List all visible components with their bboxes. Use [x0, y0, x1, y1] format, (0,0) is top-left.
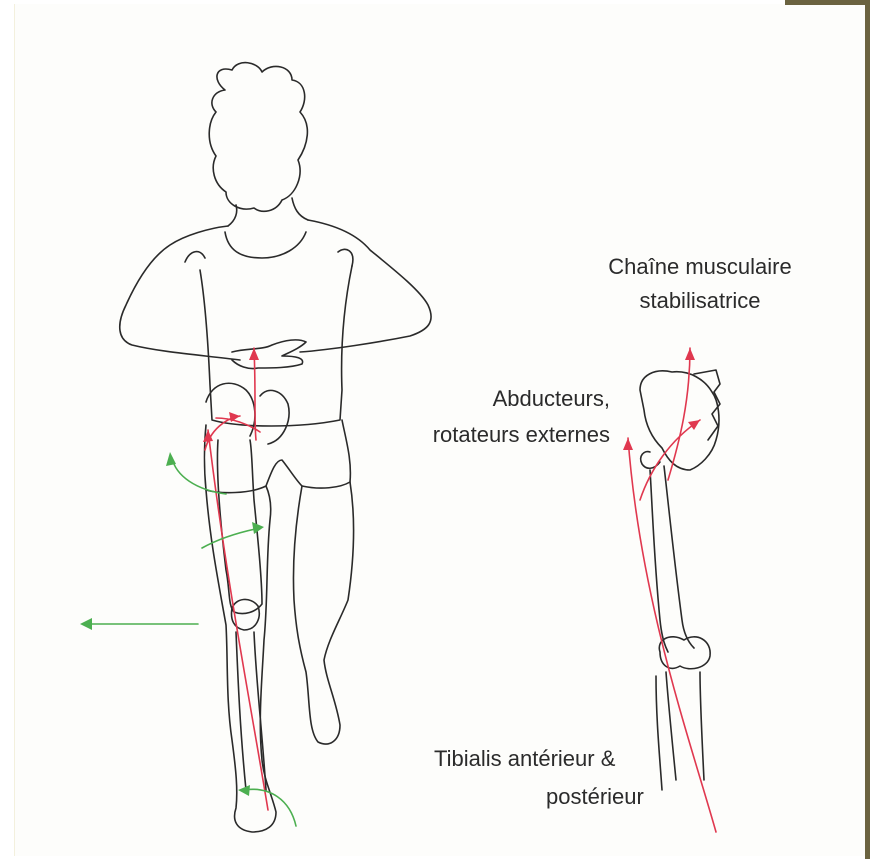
green-arrowhead-horizontal: [80, 618, 92, 630]
label-chain-line1: Chaîne musculaire: [575, 252, 825, 282]
femur-bone: [650, 466, 694, 652]
label-tibialis-line2: postérieur: [546, 782, 644, 812]
fibula-bone: [656, 676, 662, 790]
red-arrowhead-bone-pelvis: [685, 348, 695, 360]
label-abductors-line1: Abducteurs,: [380, 384, 610, 414]
label-abductors-line2: rotateurs externes: [380, 420, 610, 450]
figure-shorts: [205, 420, 351, 493]
red-arrowhead-bone-hip: [688, 420, 700, 430]
pelvis-bone: [640, 371, 719, 470]
figure-hair: [209, 63, 307, 212]
figure-neck: [228, 198, 308, 226]
figure-shoulders: [120, 220, 431, 360]
figure-top: [200, 232, 352, 426]
figure-right-leg: [293, 482, 353, 744]
femur-head: [641, 452, 660, 469]
green-arrowhead-ankle: [238, 785, 250, 796]
pelvis-sketch: [206, 383, 289, 444]
red-arrowhead-bone-long: [623, 438, 633, 450]
red-arrow-bone-pelvis: [668, 348, 690, 480]
figure-hands: [232, 340, 306, 369]
green-arrowhead-hip: [166, 452, 176, 466]
green-arrowhead-thigh: [252, 522, 264, 534]
label-chain-line2: stabilisatrice: [575, 286, 825, 316]
sacrum: [694, 370, 720, 440]
label-tibialis-line1: Tibialis antérieur &: [434, 744, 615, 774]
